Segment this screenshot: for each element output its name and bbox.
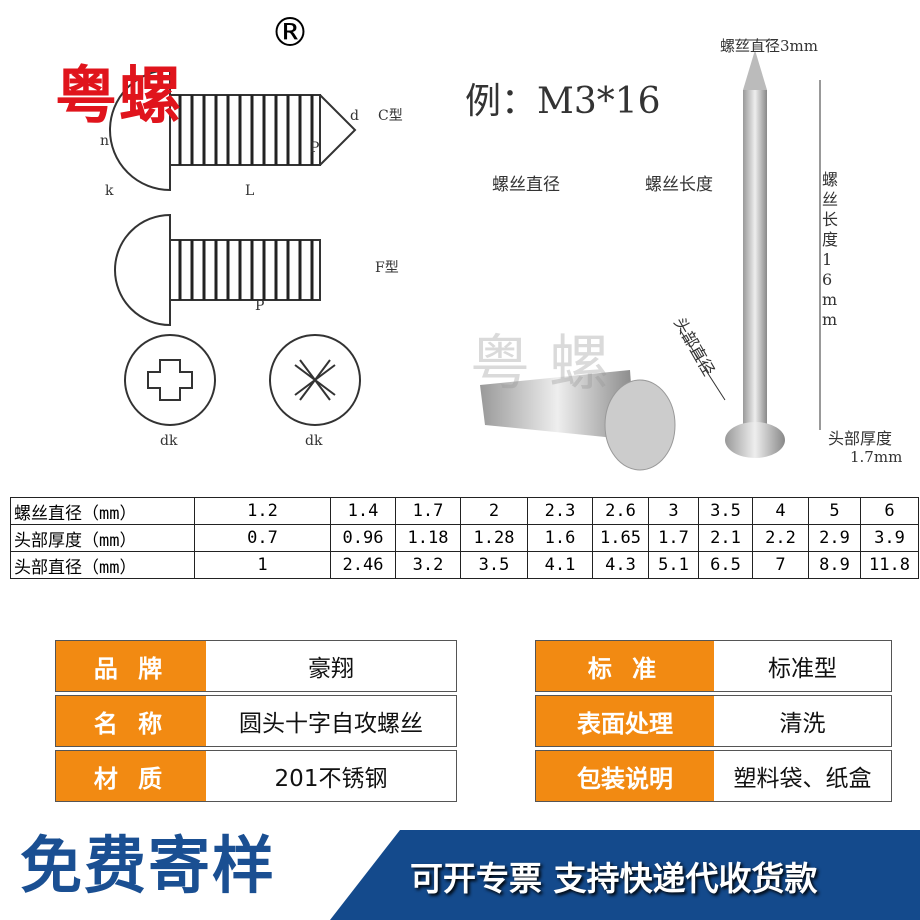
cell: 8.9 — [808, 551, 861, 579]
cell: 4.3 — [592, 551, 649, 579]
cell: 1.4 — [330, 497, 396, 525]
example-diameter-label: 螺丝直径 — [492, 175, 560, 195]
spec-packaging: 包装说明塑料袋、纸盒 — [535, 750, 892, 802]
cell: 2.1 — [698, 524, 753, 552]
cell: 1.7 — [395, 497, 461, 525]
spec-key: 材 质 — [56, 751, 206, 801]
c-type-label: C型 — [378, 108, 403, 124]
cell: 1.2 — [194, 497, 331, 525]
watermark: 粤 螺 — [470, 329, 610, 399]
example-length-label: 螺丝长度 — [645, 175, 713, 195]
spec-value: 清洗 — [714, 696, 891, 746]
registered-mark: ® — [270, 10, 310, 56]
spec-name: 名 称圆头十字自攻螺丝 — [55, 695, 457, 747]
spec-value: 标准型 — [714, 641, 891, 691]
photo-head-thickness-value: 1.7mm — [850, 448, 903, 466]
cell: 0.7 — [194, 524, 331, 552]
label-p-f: P — [255, 298, 264, 314]
spec-key: 标 准 — [536, 641, 714, 691]
label-dk-2: dk — [305, 433, 323, 449]
cell: 4.1 — [527, 551, 593, 579]
cell: 3.2 — [395, 551, 461, 579]
cell: 5 — [808, 497, 861, 525]
spec-value: 201不锈钢 — [206, 751, 456, 801]
label-dk-1: dk — [160, 433, 178, 449]
cell: 6.5 — [698, 551, 753, 579]
spec-key: 名 称 — [56, 696, 206, 746]
spec-surface: 表面处理清洗 — [535, 695, 892, 747]
cell: 3.9 — [860, 524, 919, 552]
row-label: 头部厚度（mm） — [10, 524, 195, 552]
cell: 1.18 — [395, 524, 461, 552]
cell: 1.7 — [648, 524, 699, 552]
photo-top-diameter: 螺丝直径3mm — [720, 37, 818, 55]
cell: 2.6 — [592, 497, 649, 525]
spec-value: 豪翔 — [206, 641, 456, 691]
cell: 2.46 — [330, 551, 396, 579]
spec-key: 表面处理 — [536, 696, 714, 746]
label-k: k — [105, 183, 114, 199]
row-label: 螺丝直径（mm） — [10, 497, 195, 525]
cell: 2 — [460, 497, 528, 525]
cell: 3 — [648, 497, 699, 525]
photo-length: 螺丝长度16mm — [822, 170, 839, 329]
row-label: 头部直径（mm） — [10, 551, 195, 579]
label-l: L — [245, 183, 254, 199]
cell: 6 — [860, 497, 919, 525]
cell: 5.1 — [648, 551, 699, 579]
screw-photo — [480, 39, 821, 471]
service-banner-text: 可开专票 支持快递代收货款 — [410, 859, 818, 898]
cell: 1.65 — [592, 524, 649, 552]
spec-key: 包装说明 — [536, 751, 714, 801]
screw-technical-drawing: d C型 P k L n F型 P dk dk — [100, 68, 403, 449]
service-banner: 可开专票 支持快递代收货款 — [330, 830, 920, 920]
brand-logo: 粤螺 — [55, 59, 184, 132]
cell: 1.6 — [527, 524, 593, 552]
spec-value: 塑料袋、纸盒 — [714, 751, 891, 801]
spec-brand: 品 牌豪翔 — [55, 640, 457, 692]
spec-key: 品 牌 — [56, 641, 206, 691]
cell: 4 — [752, 497, 809, 525]
label-p: P — [310, 140, 319, 156]
example-title: 例：M3*16 — [465, 81, 661, 122]
cell: 7 — [752, 551, 809, 579]
free-sample-banner: 免费寄样 — [20, 829, 277, 902]
label-n: n — [100, 133, 109, 149]
spec-standard: 标 准标准型 — [535, 640, 892, 692]
cell: 0.96 — [330, 524, 396, 552]
spec-value: 圆头十字自攻螺丝 — [206, 696, 456, 746]
cell: 2.9 — [808, 524, 861, 552]
cell: 2.3 — [527, 497, 593, 525]
cell: 3.5 — [698, 497, 753, 525]
label-d: d — [350, 108, 359, 124]
cell: 2.2 — [752, 524, 809, 552]
cell: 1 — [194, 551, 331, 579]
photo-head-thickness: 头部厚度 — [828, 429, 893, 448]
f-type-label: F型 — [375, 260, 399, 276]
cell: 1.28 — [460, 524, 528, 552]
cell: 11.8 — [860, 551, 919, 579]
cell: 3.5 — [460, 551, 528, 579]
